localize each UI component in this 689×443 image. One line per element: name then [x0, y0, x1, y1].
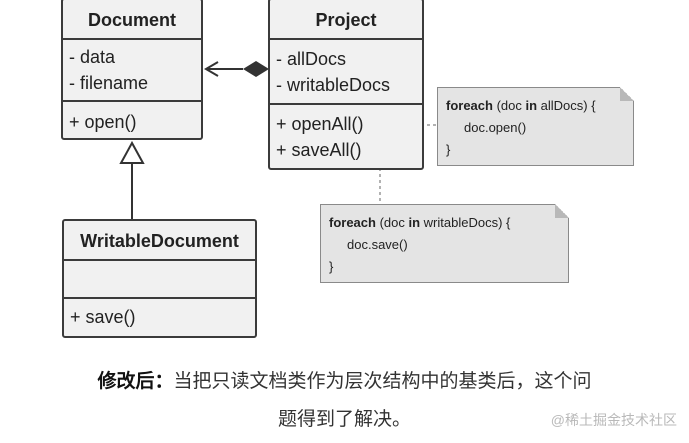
field-filename: - filename	[69, 73, 149, 93]
field-alldocs: - allDocs	[276, 49, 347, 69]
inheritance-line	[119, 140, 145, 220]
caption-text-1: 当把只读文档类作为层次结构中的基类后，这个问	[173, 371, 592, 392]
note-openall-line1: foreach (doc in allDocs) {	[446, 95, 625, 117]
class-writabledocument-methods: + save()	[64, 299, 255, 330]
note-saveall-head: (doc	[375, 215, 409, 230]
note-saveall-body: doc.save()	[347, 237, 408, 252]
class-document-methods: + open()	[63, 102, 201, 135]
method-openall: + openAll()	[276, 114, 364, 134]
field-writabledocs: - writableDocs	[276, 75, 391, 95]
note-saveall-line1: foreach (doc in writableDocs) {	[329, 212, 560, 234]
caption-line2: 题得到了解决。	[277, 409, 411, 430]
class-project-name: Project	[270, 0, 422, 40]
note-saveall-keyword: foreach	[329, 215, 376, 230]
note-saveall-fold-icon	[555, 204, 569, 218]
class-writabledocument-name: WritableDocument	[64, 221, 255, 261]
class-writabledocument: WritableDocument + save()	[62, 219, 257, 338]
class-project: Project - allDocs - writableDocs + openA…	[268, 0, 424, 170]
method-saveall: + saveAll()	[276, 140, 362, 160]
caption-line1: 修改后：当把只读文档类作为层次结构中的基类后，这个问	[0, 366, 689, 393]
class-project-fields: - allDocs - writableDocs	[270, 40, 422, 105]
note-saveall-close: }	[329, 259, 334, 274]
note-openall-body: doc.open()	[464, 120, 527, 135]
class-project-methods: + openAll() + saveAll()	[270, 105, 422, 163]
note-openall-head: (doc	[492, 98, 526, 113]
note-openall-keyword: foreach	[446, 98, 493, 113]
method-open: + open()	[69, 112, 137, 132]
note-openall-tail: allDocs) {	[537, 98, 596, 113]
field-data: - data	[69, 47, 116, 67]
note-saveall-tail: writableDocs) {	[420, 215, 511, 230]
class-document: Document - data - filename + open()	[61, 0, 203, 140]
method-save: + save()	[70, 307, 136, 327]
watermark: @稀土掘金技术社区	[550, 412, 677, 428]
class-document-fields: - data - filename	[63, 40, 201, 102]
note-openall-in: in	[525, 98, 538, 113]
note-saveall: foreach (doc in writableDocs) { doc.save…	[320, 204, 569, 283]
note-openall-fold-icon	[620, 87, 634, 101]
note-saveall-in: in	[408, 215, 421, 230]
caption-label: 修改后：	[97, 371, 174, 392]
aggregation-diamond-icon	[243, 61, 269, 77]
note-openall-close: }	[446, 142, 451, 157]
class-document-name: Document	[63, 0, 201, 40]
aggregation-line	[204, 61, 269, 77]
class-writabledocument-fields	[64, 261, 255, 299]
note-openall: foreach (doc in allDocs) { doc.open() }	[437, 87, 634, 166]
inheritance-triangle-icon	[119, 140, 145, 164]
